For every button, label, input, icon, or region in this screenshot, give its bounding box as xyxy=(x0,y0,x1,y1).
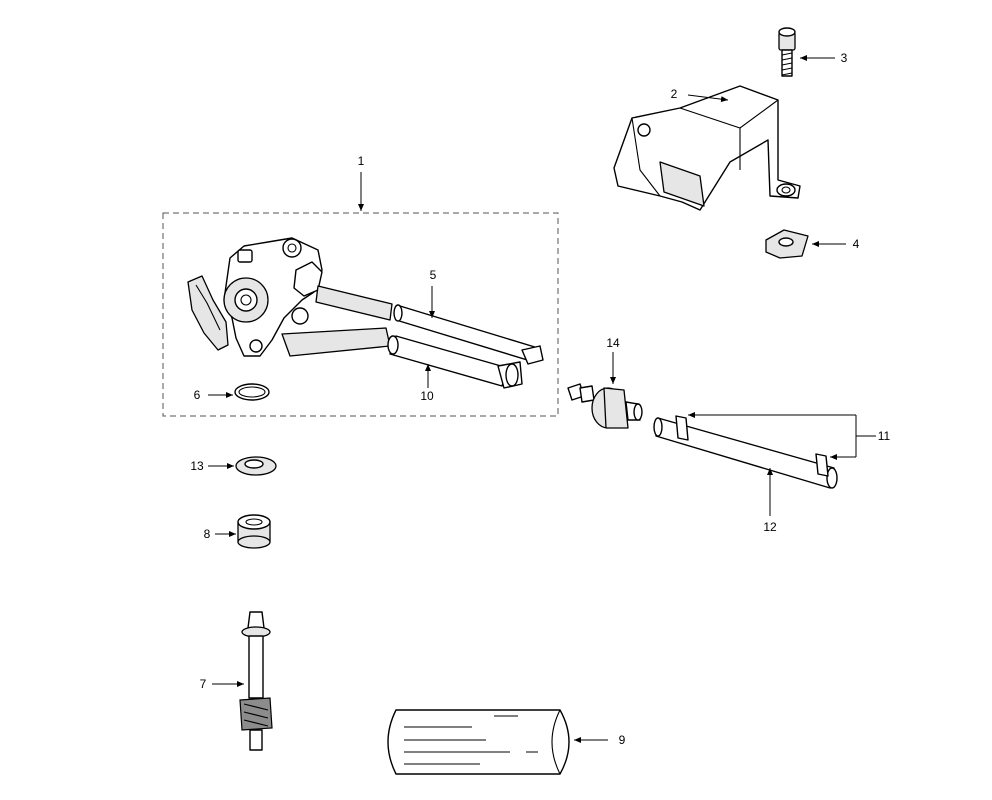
callout-8: 8 xyxy=(204,527,211,541)
upper-hose[interactable] xyxy=(315,285,544,365)
cylinder-roll[interactable] xyxy=(387,709,570,775)
socket-head-screw[interactable] xyxy=(778,27,796,77)
callout-13: 13 xyxy=(190,459,204,473)
leader-11 xyxy=(690,414,876,458)
assembly-group-box xyxy=(162,212,559,417)
callout-12: 12 xyxy=(763,520,777,534)
o-ring[interactable] xyxy=(234,383,270,401)
square-nut[interactable] xyxy=(765,229,809,259)
callout-10: 10 xyxy=(420,389,434,403)
hose-clamps[interactable] xyxy=(675,415,829,477)
oil-pump-body[interactable] xyxy=(187,237,323,357)
leader-2 xyxy=(687,94,729,103)
fuel-filter[interactable] xyxy=(567,383,643,429)
callout-14: 14 xyxy=(606,336,620,350)
callout-2: 2 xyxy=(671,87,678,101)
lower-hose[interactable] xyxy=(281,327,523,389)
driven-gear-shaft[interactable] xyxy=(239,611,273,751)
callout-7: 7 xyxy=(200,677,207,691)
callout-1: 1 xyxy=(358,154,365,168)
callout-3: 3 xyxy=(841,51,848,65)
callout-6: 6 xyxy=(194,388,201,402)
callout-9: 9 xyxy=(619,733,626,747)
callout-4: 4 xyxy=(853,237,860,251)
bracket[interactable] xyxy=(613,85,801,211)
bushing[interactable] xyxy=(237,514,271,549)
callout-5: 5 xyxy=(430,268,437,282)
thrust-washer[interactable] xyxy=(235,456,277,476)
callout-11: 11 xyxy=(878,429,891,443)
fuel-line-hose[interactable] xyxy=(653,417,838,489)
o-ring-inner xyxy=(238,386,266,398)
